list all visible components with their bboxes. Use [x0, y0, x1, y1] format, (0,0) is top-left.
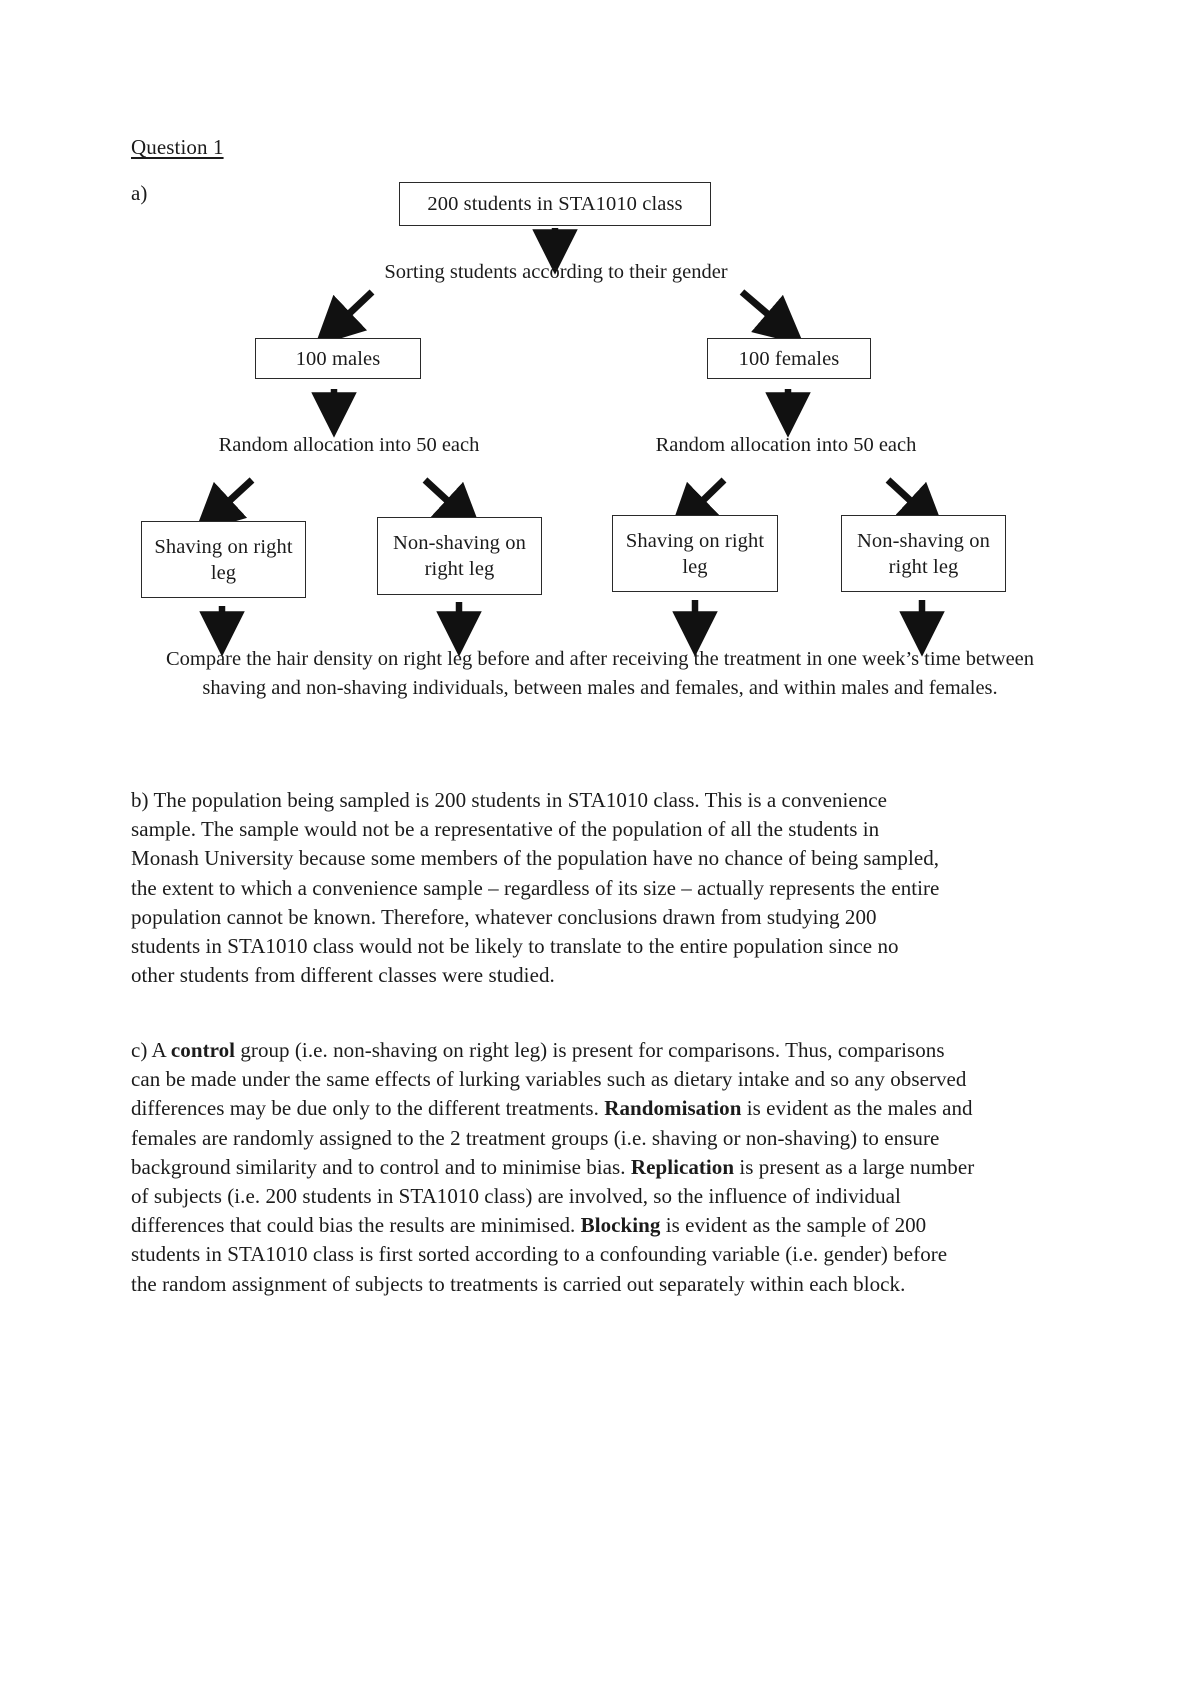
- flow-node-males-label: 100 males: [295, 347, 381, 370]
- flow-node-females: 100 females: [707, 338, 871, 379]
- flow-node-treatment-1: Shaving on right leg: [141, 521, 306, 598]
- emphasised-term: Replication: [630, 1154, 735, 1179]
- flow-summary-text: Compare the hair density on right leg be…: [165, 648, 1035, 699]
- paragraph-run: is present as a large number of subjects…: [131, 1154, 975, 1238]
- flow-node-males: 100 males: [255, 338, 421, 379]
- emphasised-term: control: [170, 1038, 236, 1062]
- flow-node-root: 200 students in STA1010 class: [399, 182, 711, 226]
- paragraph-run: is evident as the sample of 200 students…: [131, 1213, 948, 1296]
- flow-step-allocation-males: Random allocation into 50 each: [218, 434, 480, 456]
- emphasised-term: Blocking: [580, 1213, 661, 1238]
- flow-node-treatment-3: Shaving on right leg: [612, 515, 778, 592]
- paragraph-run: group (i.e. non-shaving on right leg) is…: [131, 1038, 967, 1121]
- paragraph-run: c) A: [131, 1038, 171, 1062]
- flow-node-root-label: 200 students in STA1010 class: [427, 193, 683, 215]
- flow-step-sorting: Sorting students according to their gend…: [384, 261, 728, 283]
- flow-step-allocation-females: Random allocation into 50 each: [655, 434, 917, 456]
- flow-node-treatment-3-label: Shaving on right leg: [625, 529, 765, 578]
- page-title: Question 1: [131, 135, 224, 159]
- part-a-label: a): [131, 181, 148, 205]
- part-b-paragraph: b) The population being sampled is 200 s…: [131, 788, 940, 988]
- flow-node-treatment-1-label: Shaving on right leg: [154, 535, 293, 584]
- flow-node-treatment-4: Non-shaving on right leg: [841, 515, 1006, 592]
- emphasised-term: Randomisation: [604, 1096, 742, 1121]
- flow-node-treatment-2: Non-shaving on right leg: [377, 517, 542, 595]
- part-c-paragraph: c) A control group (i.e. non-shaving on …: [131, 1036, 976, 1299]
- paragraph-run: is evident as the males and females are …: [131, 1096, 973, 1179]
- flow-node-treatment-2-label: Non-shaving on right leg: [393, 532, 526, 580]
- flow-node-treatment-4-label: Non-shaving on right leg: [857, 529, 990, 578]
- experiment-flowchart: 200 students in STA1010 class Sorting st…: [0, 0, 1200, 760]
- flow-node-females-label: 100 females: [738, 347, 840, 370]
